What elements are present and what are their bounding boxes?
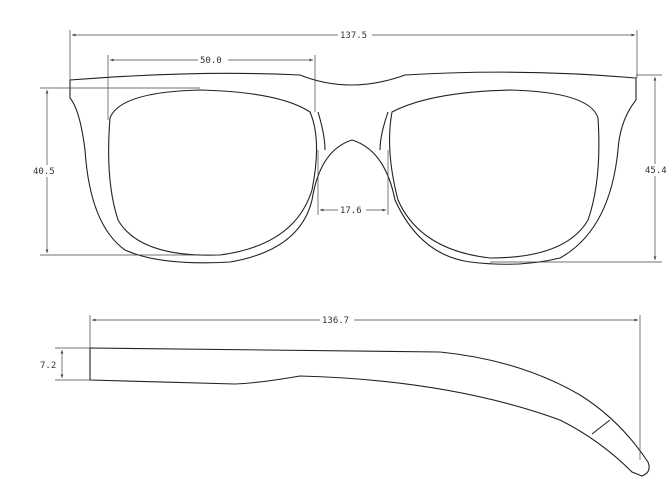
dimension-lens-height: 40.5 [30, 87, 220, 256]
temple-side-view [89, 347, 650, 477]
right-lens [389, 89, 600, 259]
dimension-frame-height: 45.4 [490, 74, 671, 263]
svg-text:17.6: 17.6 [340, 206, 362, 216]
svg-text:7.2: 7.2 [40, 361, 56, 371]
svg-text:137.5: 137.5 [340, 31, 367, 41]
left-lens [108, 89, 318, 256]
dimension-lens-width: 50.0 [107, 55, 316, 120]
svg-text:136.7: 136.7 [322, 316, 349, 326]
svg-text:45.4: 45.4 [645, 166, 667, 176]
svg-text:40.5: 40.5 [33, 167, 55, 177]
dimension-temple-thickness: 7.2 [40, 347, 90, 381]
svg-text:50.0: 50.0 [200, 56, 222, 66]
dimension-bridge-width: 17.6 [317, 150, 389, 216]
dimension-total-width: 137.5 [69, 30, 638, 80]
front-frame [69, 71, 637, 265]
dimension-temple-length: 136.7 [89, 315, 641, 460]
